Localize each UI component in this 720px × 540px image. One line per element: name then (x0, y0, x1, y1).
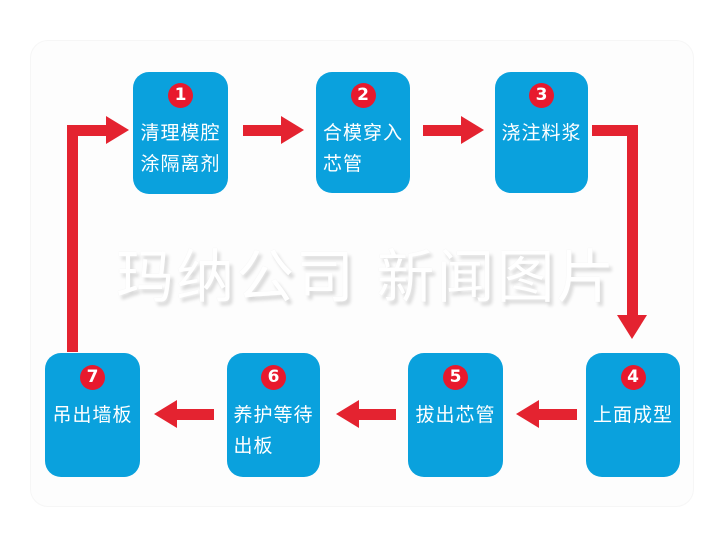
step-box-7: 7 吊出墙板 (45, 353, 140, 477)
step-number-badge-3: 3 (529, 83, 554, 108)
step-number-badge-6: 6 (261, 365, 286, 390)
step-number-badge-2: 2 (350, 83, 376, 108)
step-label-5: 拔出芯管 (415, 404, 496, 426)
step-number-badge-1: 1 (168, 83, 193, 108)
step-label-1: 清理模腔 涂隔离剂 (140, 122, 221, 175)
step-box-2: 2 合模穿入 芯管 (316, 72, 410, 193)
step-box-4: 4 上面成型 (586, 353, 680, 477)
step-label-3: 浇注料浆 (501, 122, 582, 144)
step-box-5: 5 拔出芯管 (408, 353, 503, 477)
step-label-6: 养护等待 出板 (233, 404, 314, 457)
step-number-badge-7: 7 (80, 365, 105, 390)
step-box-6: 6 养护等待 出板 (227, 353, 320, 477)
step-number-badge-4: 4 (620, 365, 646, 390)
step-box-1: 1 清理模腔 涂隔离剂 (133, 72, 228, 194)
step-box-3: 3 浇注料浆 (495, 72, 588, 193)
step-label-4: 上面成型 (592, 404, 673, 426)
step-number-badge-5: 5 (443, 365, 468, 390)
watermark-text: 玛纳公司 新闻图片 (116, 243, 617, 311)
step-label-7: 吊出墙板 (52, 404, 133, 426)
step-label-2: 合模穿入 芯管 (322, 122, 403, 175)
